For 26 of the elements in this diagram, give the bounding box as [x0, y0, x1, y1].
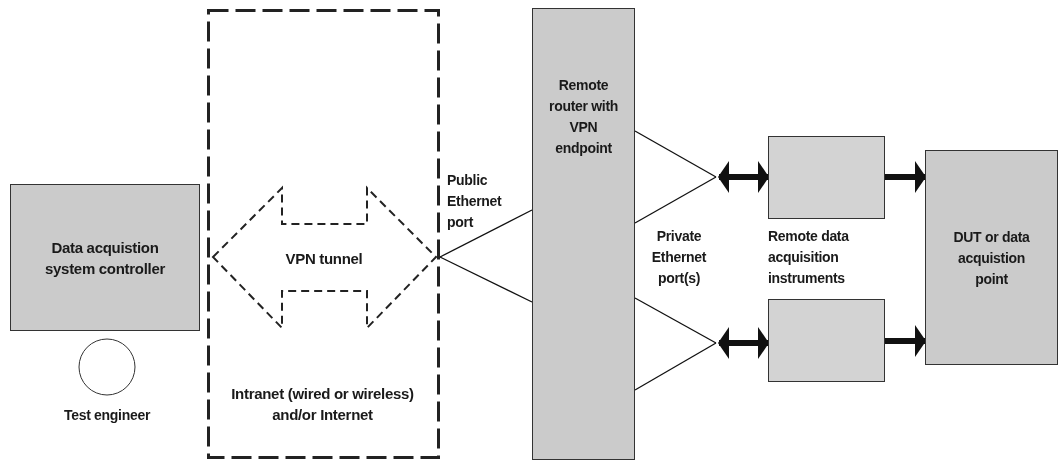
instrument-box — [768, 136, 885, 219]
connector-line — [634, 297, 717, 344]
network-boundary — [207, 9, 440, 459]
arrow — [885, 325, 926, 357]
box-label: DUT or data acquistion point — [952, 228, 1031, 289]
instrument-box — [768, 299, 885, 382]
connector-line — [634, 130, 717, 178]
connector-line — [439, 209, 533, 258]
controller-box — [10, 184, 200, 331]
group-label: Remote data acquisition instruments — [768, 227, 850, 288]
port-label: Private Ethernet port(s) — [650, 227, 708, 288]
connector-line — [634, 342, 717, 391]
arrow — [718, 327, 769, 359]
target-box — [925, 150, 1058, 365]
box-label: Remote router with VPN endpoint — [548, 76, 619, 158]
arrow — [885, 161, 926, 193]
network-label: Intranet (wired or wireless) and/or Internet — [230, 384, 415, 425]
router-box — [532, 8, 635, 460]
arrow — [718, 161, 769, 193]
connector-line — [439, 256, 533, 303]
connector-line — [634, 176, 717, 224]
tunnel-label: VPN tunnel — [284, 249, 364, 269]
person-label: Test engineer — [62, 406, 152, 425]
port-label: Public Ethernet port — [447, 171, 503, 232]
tunnel-arrow — [212, 186, 438, 331]
box-label: Data acquistion system controller — [44, 238, 166, 279]
